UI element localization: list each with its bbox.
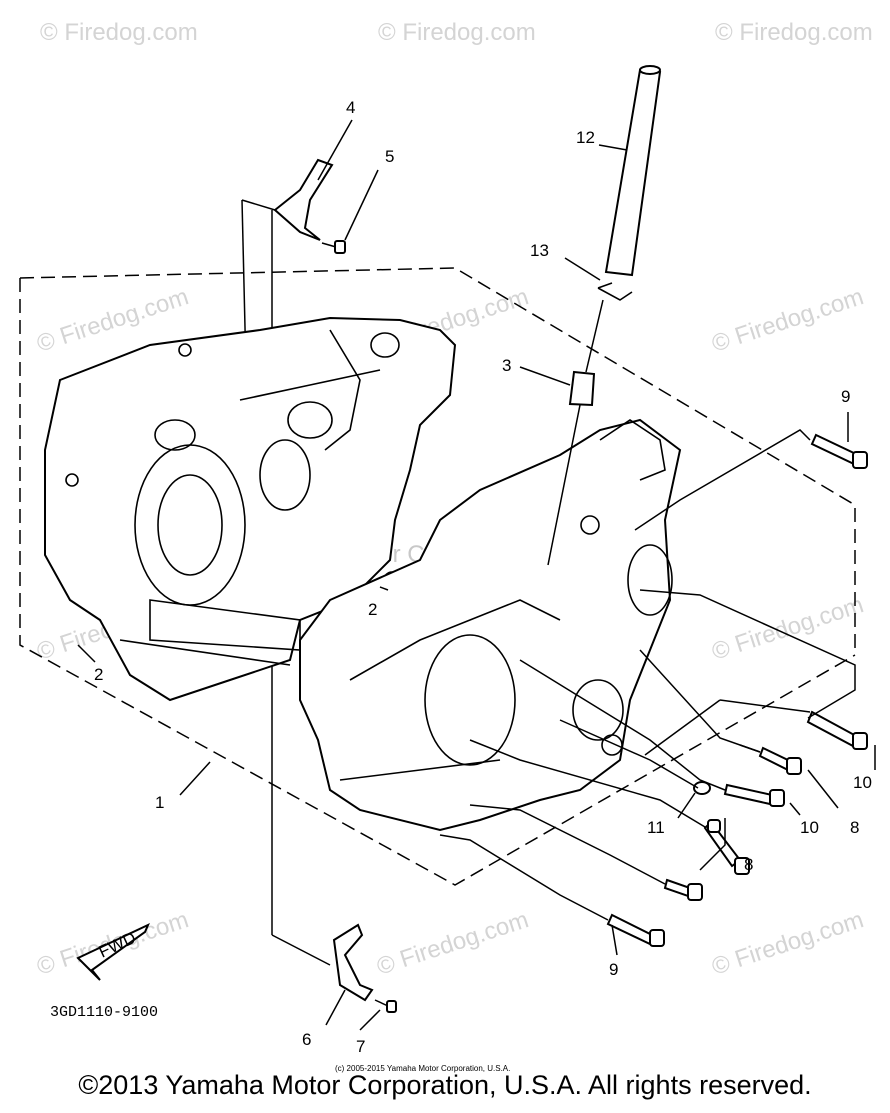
callout-3: 3 (502, 356, 511, 375)
small-copyright: (c) 2005-2015 Yamaha Motor Corporation, … (335, 1064, 510, 1073)
callout-11: 11 (647, 818, 665, 837)
callout-10-lower: 10 (800, 818, 819, 837)
screw-lower (374, 999, 397, 1013)
callout-2-right: 2 (368, 600, 377, 619)
bolt-8-upper (758, 746, 802, 775)
watermark-top-right: © Firedog.com (715, 19, 873, 46)
crankcase-left-half (44, 316, 457, 702)
crankcase-right-half (299, 418, 682, 832)
breather-fitting (547, 299, 604, 566)
bolt-9-lower (606, 913, 665, 947)
callout-1: 1 (155, 793, 164, 812)
callout-8-right: 8 (850, 818, 859, 837)
watermark-mid-right: © Firedog.com (709, 283, 867, 357)
watermark-bottom-center: © Firedog.com (374, 906, 532, 980)
callout-4: 4 (346, 98, 355, 117)
callout-8-lower: 8 (744, 855, 753, 874)
callout-2-left: 2 (94, 665, 103, 684)
watermark-bottom-right: © Firedog.com (709, 906, 867, 980)
watermark-low-right: © Firedog.com (709, 591, 867, 665)
bolt-9-upper (810, 433, 868, 469)
watermark-top-center: © Firedog.com (378, 19, 536, 46)
hose-clamp (597, 282, 633, 301)
callout-7: 7 (356, 1037, 365, 1056)
callout-6: 6 (302, 1030, 311, 1049)
callout-13: 13 (530, 241, 549, 260)
breather-hose (604, 65, 662, 277)
callout-10-right: 10 (853, 773, 872, 792)
washer (693, 781, 711, 795)
callout-labels: 1 2 2 3 4 5 6 7 8 8 9 9 10 10 11 12 13 (94, 98, 872, 1056)
bolt-10-right (806, 710, 868, 750)
callout-9-lower: 9 (609, 960, 618, 979)
bolt-8-bottom (663, 878, 703, 901)
screw-upper (321, 240, 346, 254)
callout-9-upper: 9 (841, 387, 850, 406)
callout-12: 12 (576, 128, 595, 147)
leader-lines (77, 119, 876, 1031)
footer-copyright: ©2013 Yamaha Motor Corporation, U.S.A. A… (78, 1070, 812, 1100)
watermark-top-left: © Firedog.com (40, 19, 198, 46)
cover-plate-lower (332, 923, 374, 1002)
bolt-8-lower (703, 819, 750, 875)
callout-5: 5 (385, 147, 394, 166)
drawing-code: 3GD1110-9100 (50, 1004, 158, 1021)
cover-plate-upper (273, 158, 334, 241)
bolt-10-lower (723, 783, 785, 807)
